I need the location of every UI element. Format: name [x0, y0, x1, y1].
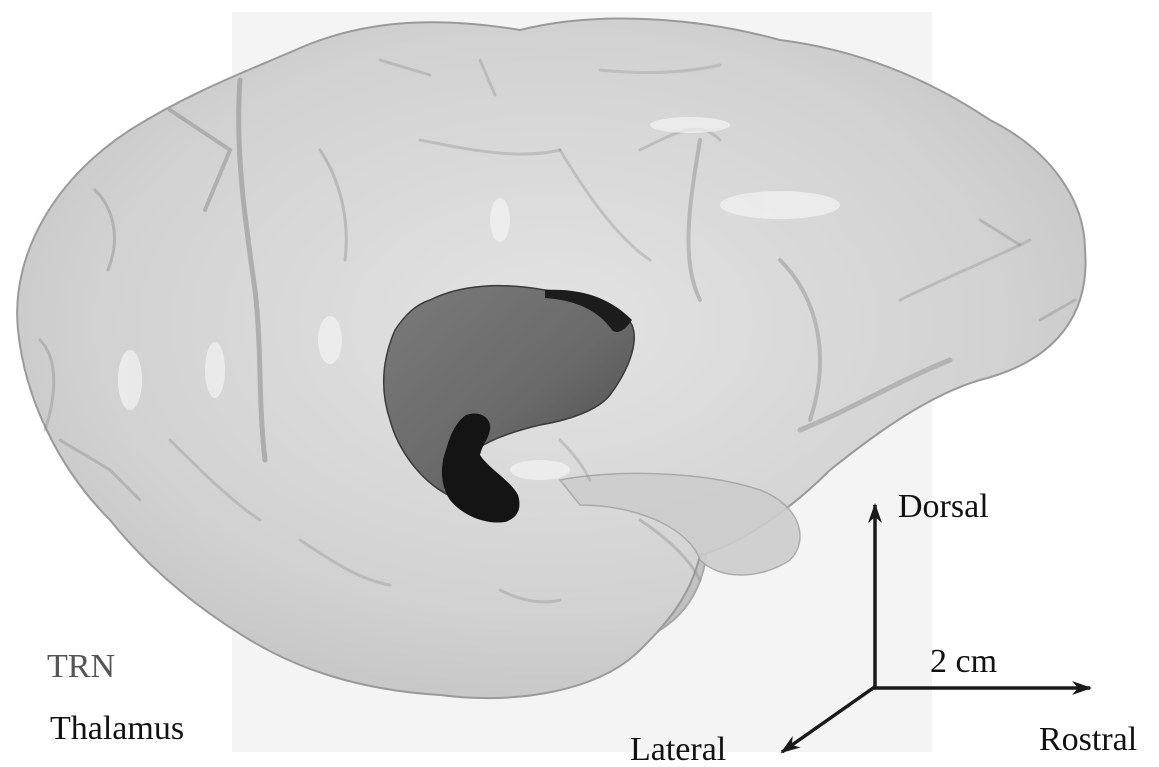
dorsal-label: Dorsal: [898, 490, 989, 524]
thalamus-legend-label: Thalamus: [50, 712, 184, 746]
rostral-label: Rostral: [1039, 723, 1137, 757]
scale-label: 2 cm: [930, 645, 997, 679]
lateral-label: Lateral: [630, 733, 726, 767]
trn-legend-label: TRN: [47, 650, 115, 684]
